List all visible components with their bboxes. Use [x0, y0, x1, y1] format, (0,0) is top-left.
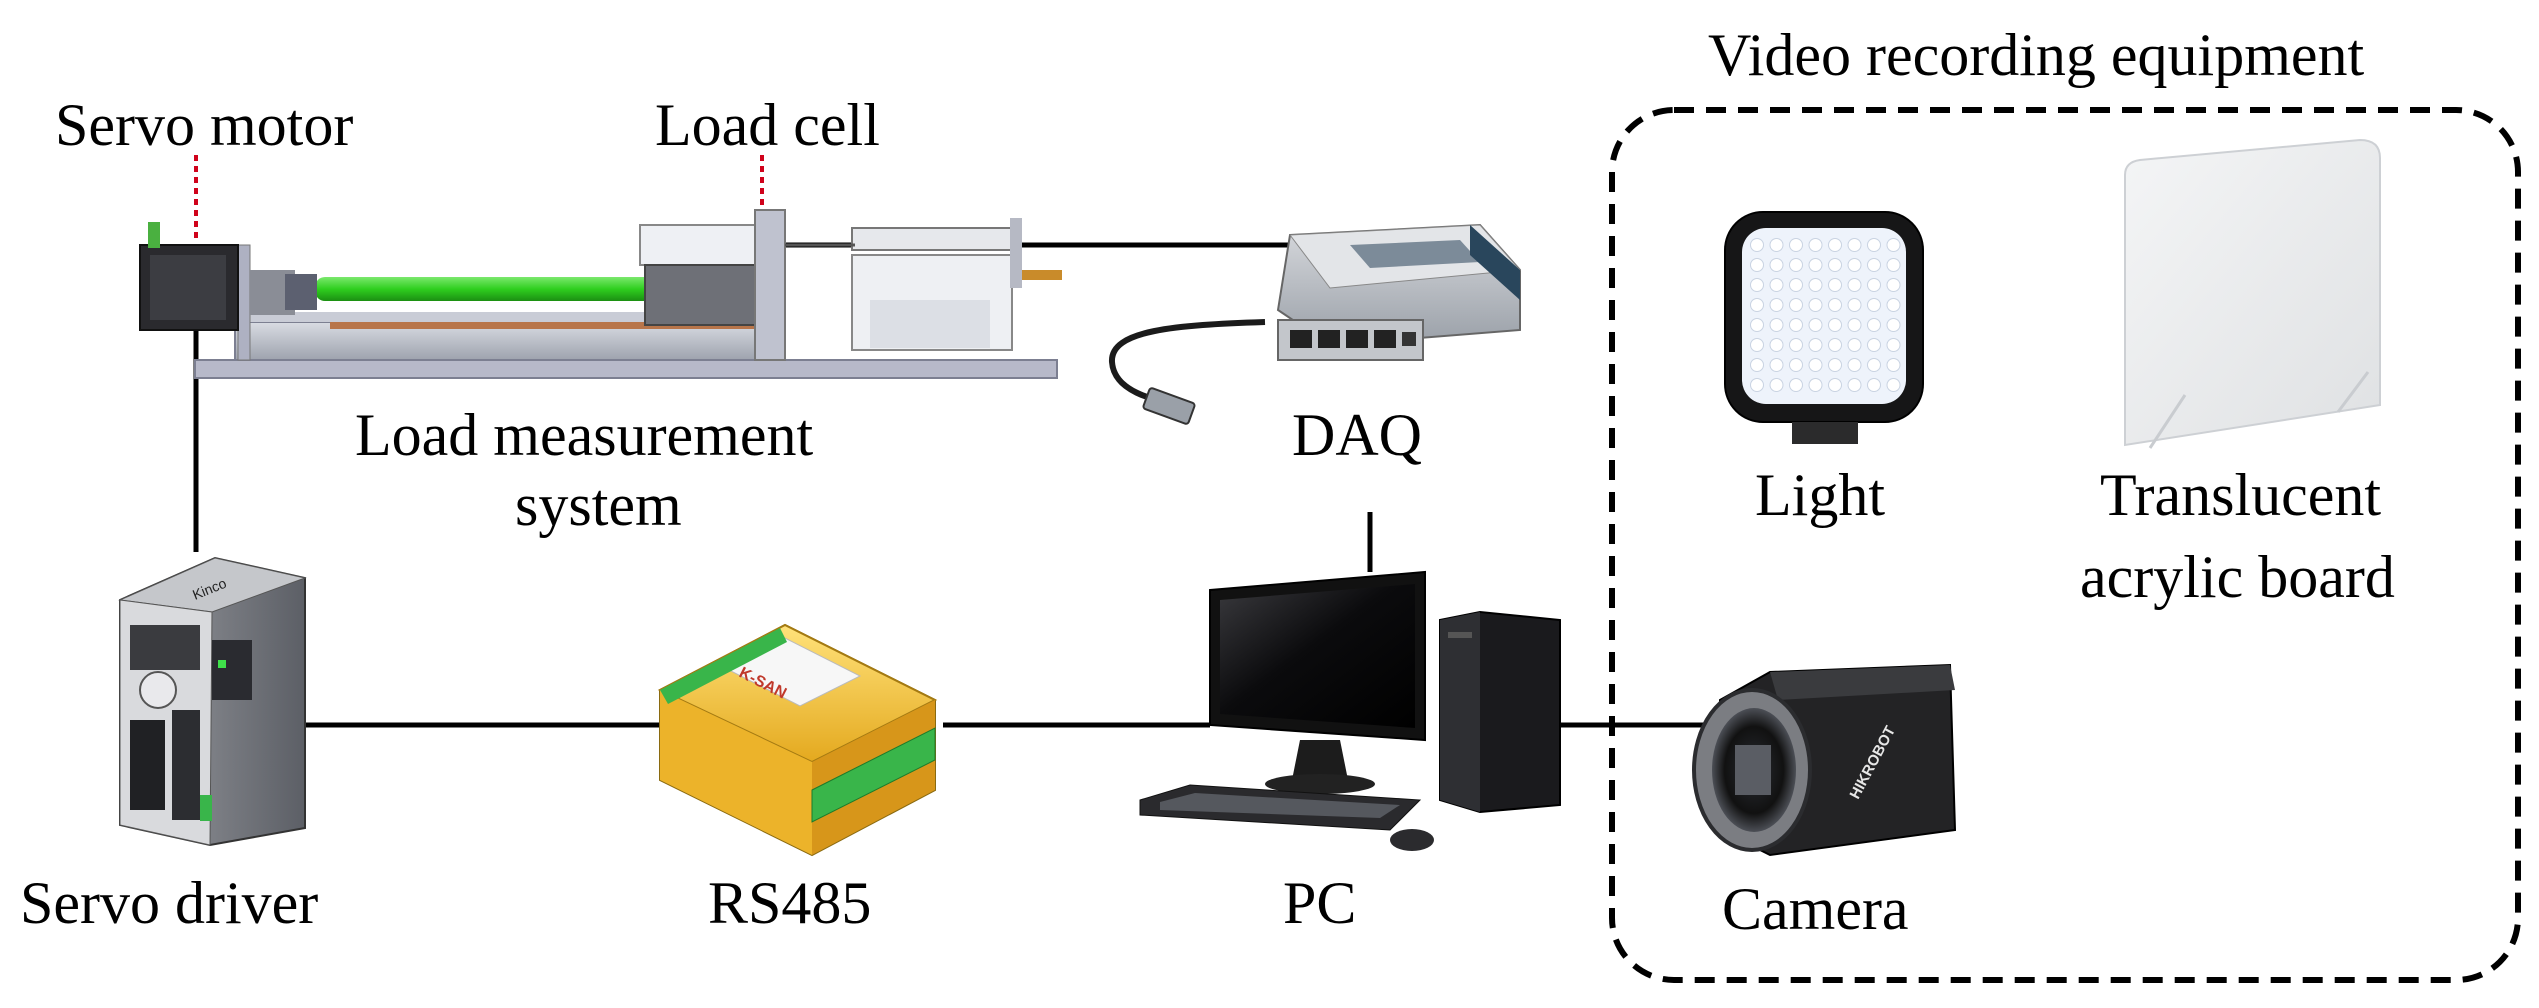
led-dot — [1847, 298, 1862, 312]
servo-driver-label: Servo driver — [20, 870, 319, 936]
led-dot — [1867, 278, 1881, 292]
load-measurement-label-line2: system — [515, 472, 682, 538]
led-dot — [1750, 338, 1764, 352]
led-dot — [1828, 378, 1842, 392]
led-dot — [1769, 318, 1784, 332]
led-dot — [1867, 238, 1881, 252]
led-dot — [1886, 238, 1901, 252]
light-label: Light — [1755, 462, 1885, 528]
led-dot — [1750, 318, 1764, 332]
led-dot — [1789, 278, 1803, 292]
led-dot — [1828, 318, 1842, 332]
pc-label: PC — [1283, 870, 1357, 936]
led-dot — [1808, 298, 1823, 312]
led-dot — [1867, 258, 1881, 272]
led-dot — [1750, 298, 1764, 312]
led-dot — [1750, 258, 1764, 272]
led-dot — [1808, 338, 1823, 352]
led-dot — [1769, 378, 1784, 392]
led-dot — [1808, 238, 1823, 252]
led-dot — [1789, 318, 1803, 332]
pc-image — [1139, 570, 1561, 851]
led-dot — [1847, 238, 1862, 252]
led-dot — [1867, 338, 1881, 352]
led-dot — [1789, 338, 1803, 352]
video-recording-equipment-title: Video recording equipment — [1708, 22, 2365, 88]
led-dot — [1808, 378, 1823, 392]
led-dot — [1867, 358, 1881, 372]
led-dot — [1847, 278, 1862, 292]
led-dot — [1769, 358, 1784, 372]
led-dot — [1750, 378, 1764, 392]
led-dot — [1808, 258, 1823, 272]
led-dot — [1769, 258, 1784, 272]
acrylic-board-label-line2: acrylic board — [2080, 544, 2395, 610]
led-dot — [1769, 238, 1784, 252]
led-dot — [1886, 358, 1901, 372]
servo-driver-image: Kinco — [118, 556, 307, 847]
led-dot — [1828, 338, 1842, 352]
led-dot — [1886, 378, 1901, 392]
led-dot — [1847, 378, 1862, 392]
camera-label: Camera — [1722, 876, 1909, 942]
led-dot — [1886, 298, 1901, 312]
led-dot — [1789, 378, 1803, 392]
led-dot — [1847, 318, 1862, 332]
led-dot — [1750, 238, 1764, 252]
led-dot — [1828, 278, 1842, 292]
led-light-image — [1724, 211, 1924, 444]
led-dot — [1769, 338, 1784, 352]
acrylic-board-image — [2124, 138, 2381, 449]
led-dot — [1789, 238, 1803, 252]
led-dot — [1828, 298, 1842, 312]
led-dot — [1867, 318, 1881, 332]
video-equipment-dashed-box — [1609, 107, 2521, 983]
led-dot — [1867, 378, 1881, 392]
led-dot — [1828, 258, 1842, 272]
led-dot — [1750, 358, 1764, 372]
led-dot — [1808, 318, 1823, 332]
rs485-converter-image: K-SAN — [657, 623, 938, 857]
led-dot — [1750, 278, 1764, 292]
led-dot — [1886, 318, 1901, 332]
load-cell-label: Load cell — [655, 92, 880, 158]
servo-motor-label: Servo motor — [55, 92, 354, 158]
led-dot — [1867, 298, 1881, 312]
led-dot — [1847, 258, 1862, 272]
led-dot — [1789, 358, 1803, 372]
load-measurement-system-image — [139, 209, 1062, 379]
daq-label: DAQ — [1292, 402, 1422, 468]
led-dot — [1808, 358, 1823, 372]
led-dot — [1769, 278, 1784, 292]
daq-image — [1108, 223, 1522, 425]
led-dot — [1828, 358, 1842, 372]
led-dot — [1886, 258, 1901, 272]
led-dot — [1789, 258, 1803, 272]
camera-image: HIKROBOT — [1692, 663, 1957, 857]
led-dot — [1789, 298, 1803, 312]
led-dot — [1828, 238, 1842, 252]
led-dot — [1886, 338, 1901, 352]
load-measurement-label-line1: Load measurement — [355, 402, 814, 468]
led-dot — [1769, 298, 1784, 312]
led-dot — [1886, 278, 1901, 292]
led-dot — [1847, 338, 1862, 352]
acrylic-board-label-line1: Translucent — [2100, 462, 2382, 528]
rs485-label: RS485 — [708, 870, 872, 936]
led-dot — [1847, 358, 1862, 372]
led-dot — [1808, 278, 1823, 292]
